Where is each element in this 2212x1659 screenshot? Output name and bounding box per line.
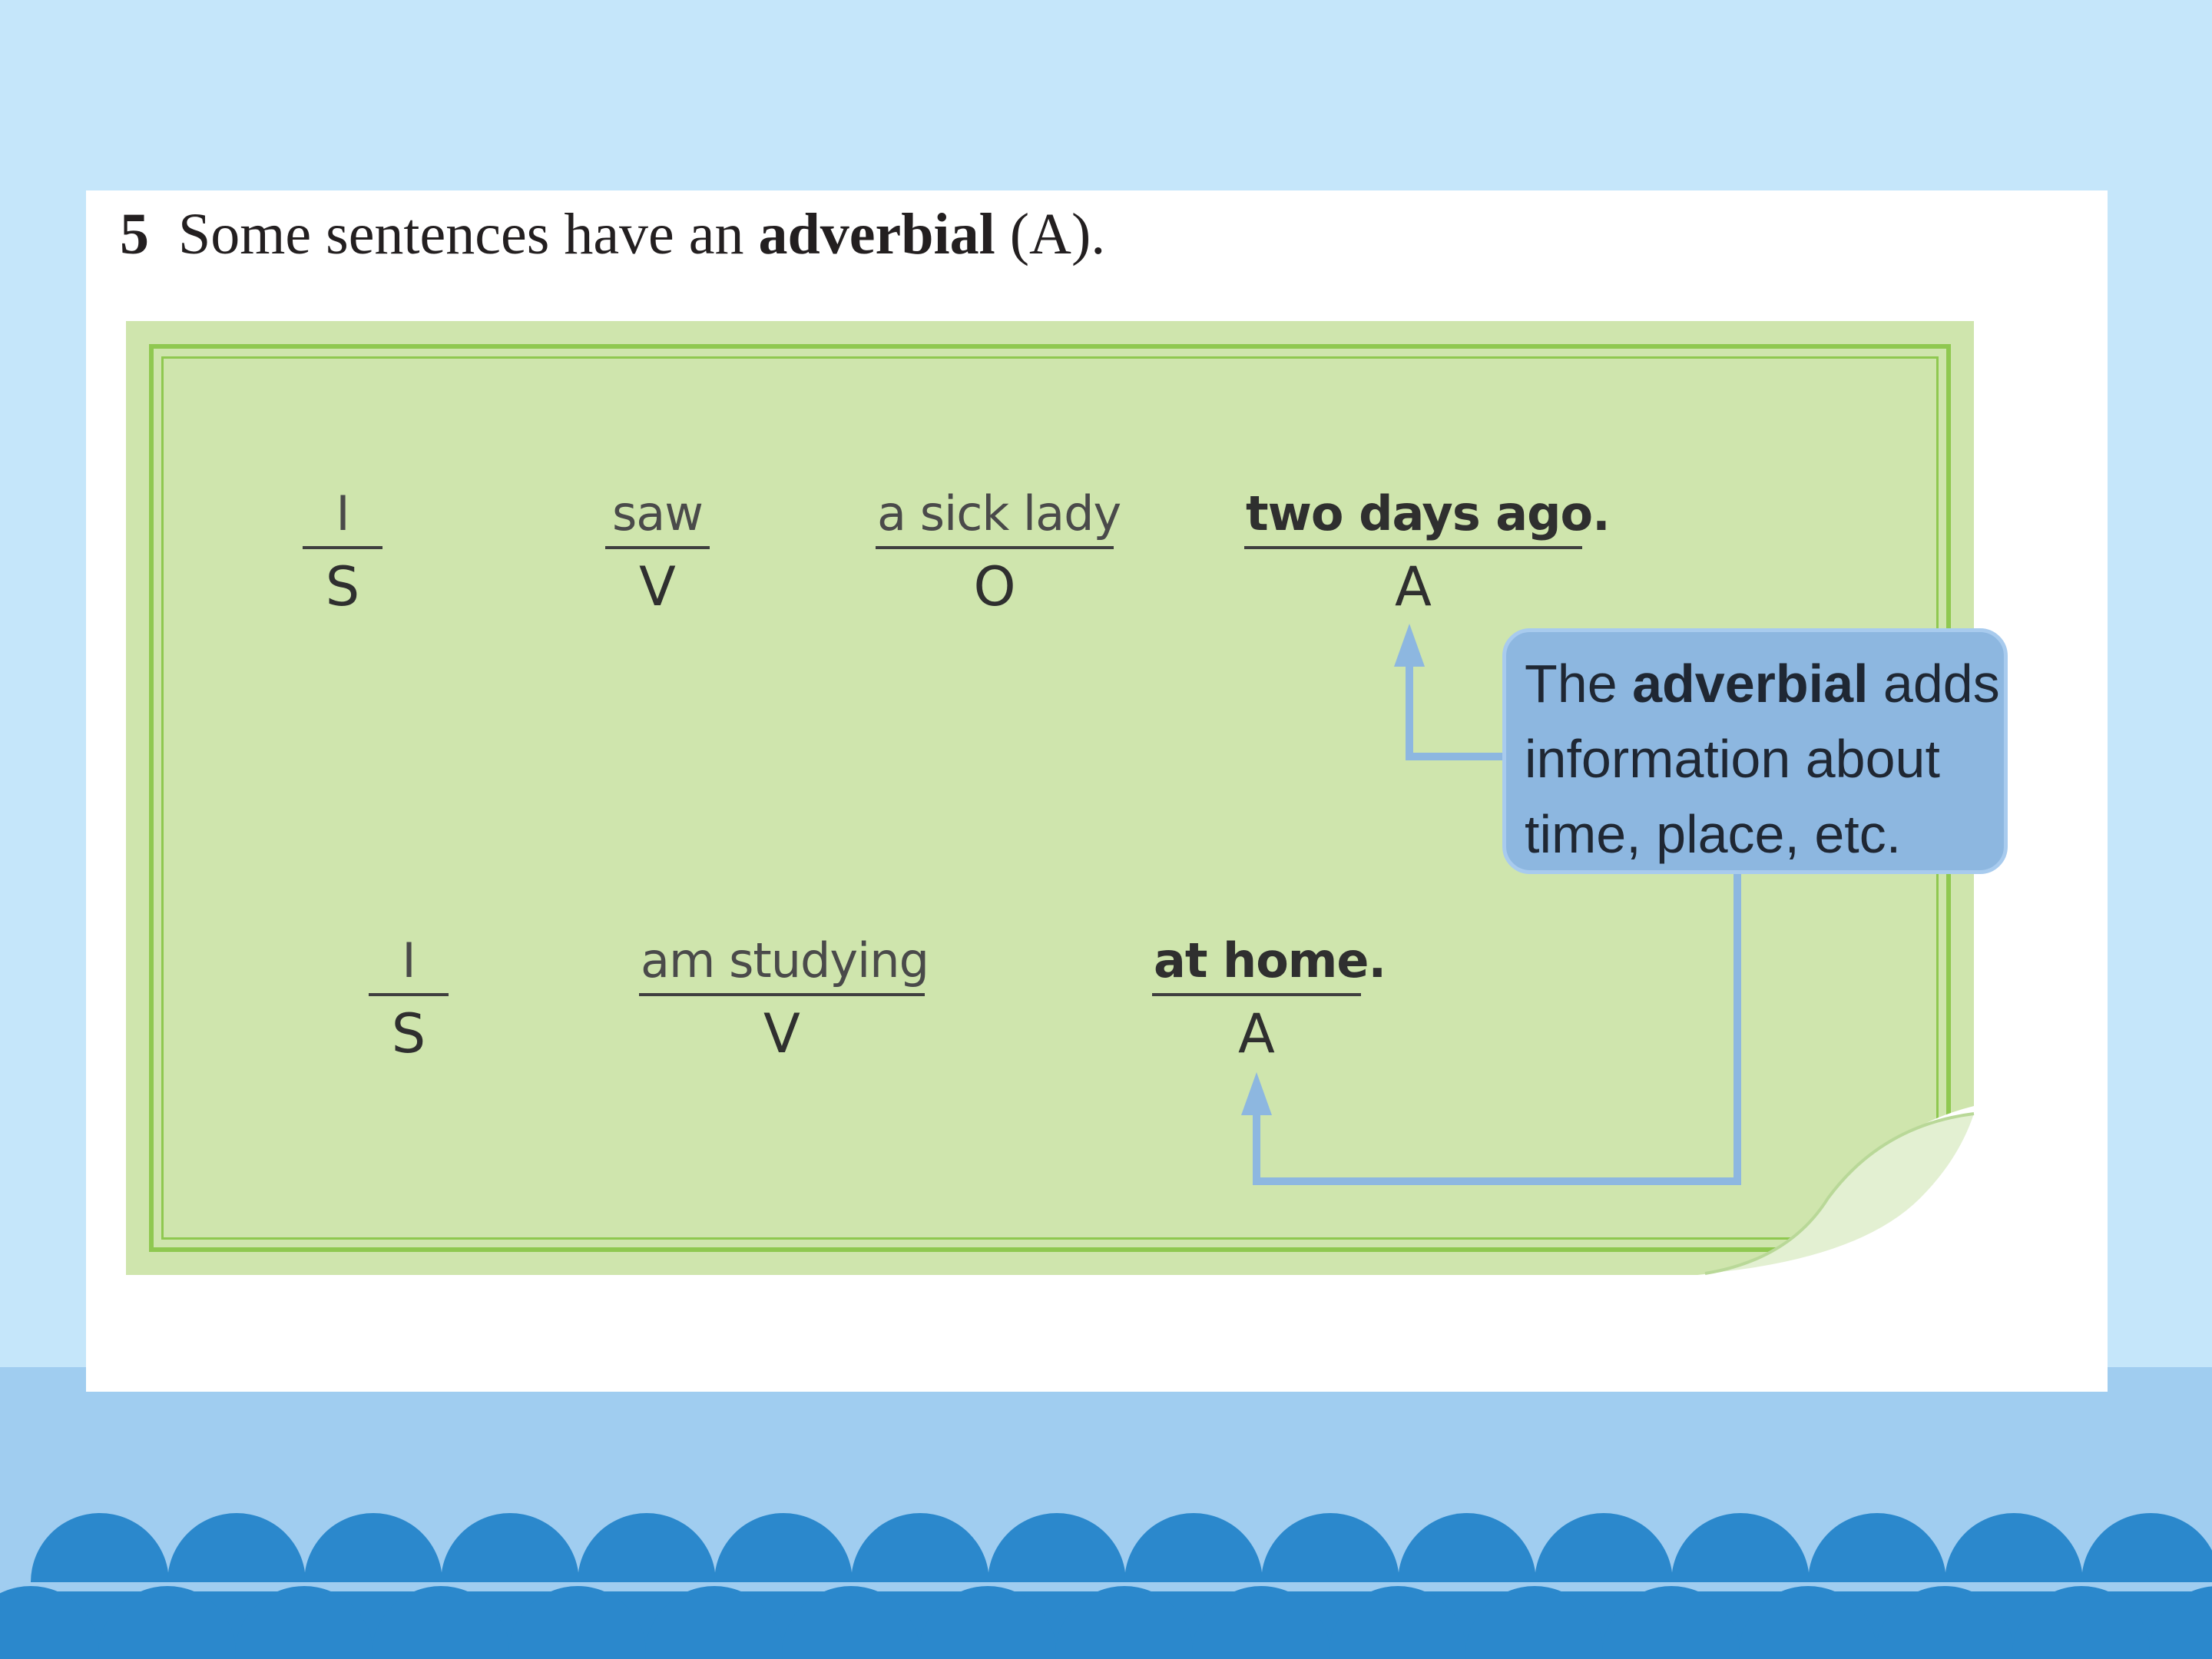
arrow-head-s2: [1241, 1072, 1272, 1115]
callout-line-1: The adverbial adds: [1525, 646, 2004, 721]
s2-verb: am studying V: [639, 932, 929, 1065]
scallop-front: [1329, 1586, 1467, 1659]
callout-term: adverbial: [1632, 654, 1869, 714]
s1-subject-role: S: [325, 555, 360, 618]
callout-text-end: adds: [1868, 654, 2000, 714]
scallop-front: [1192, 1586, 1330, 1659]
s2-verb-word: am studying: [639, 932, 929, 996]
arrow-to-s1-adverbial: [1406, 667, 1505, 760]
scallop-front: [1739, 1586, 1877, 1659]
scallop-front: [235, 1586, 373, 1659]
scallop-front: [2149, 1586, 2212, 1659]
scallop-front: [508, 1586, 647, 1659]
scallop-front: [919, 1586, 1057, 1659]
callout-line-2: information about: [1525, 729, 1940, 789]
scallop-front: [782, 1586, 920, 1659]
s1-adverbial-role: A: [1395, 555, 1432, 618]
s2-subject-role: S: [391, 1002, 426, 1065]
s2-verb-role: V: [763, 1002, 800, 1065]
scallop-front: [2012, 1586, 2151, 1659]
scallop-front: [98, 1586, 237, 1659]
s1-subject-word: I: [303, 485, 382, 549]
arrow-to-s2-adverbial: [1253, 874, 1741, 1185]
s1-verb-role: V: [639, 555, 676, 618]
heading-text-end: (A).: [995, 202, 1106, 267]
s1-adverbial: two days ago. A: [1244, 485, 1611, 618]
heading-term: adverbial: [758, 202, 995, 267]
s2-adverbial-role: A: [1238, 1002, 1275, 1065]
s1-object-word: a sick lady: [876, 485, 1121, 549]
scallop-front: [1602, 1586, 1740, 1659]
s1-verb: saw V: [605, 485, 710, 618]
callout-line-3: time, place, etc.: [1525, 804, 1902, 864]
s2-adverbial-word: at home.: [1152, 932, 1386, 996]
scallop-front: [1876, 1586, 2014, 1659]
heading-text: Some sentences have an: [178, 202, 759, 267]
scallop-front: [1055, 1586, 1194, 1659]
adverbial-callout: The adverbial adds information about tim…: [1502, 628, 2008, 874]
s2-subject: I S: [369, 932, 449, 1065]
arrow-head-s1: [1394, 624, 1425, 667]
s1-object: a sick lady O: [876, 485, 1121, 618]
s2-adverbial: at home. A: [1152, 932, 1386, 1065]
scallop-decoration: [0, 1513, 2212, 1659]
scallop-front: [1465, 1586, 1604, 1659]
callout-text: The: [1525, 654, 1633, 714]
s1-verb-word: saw: [605, 485, 710, 549]
s1-object-role: O: [973, 555, 1016, 618]
s1-subject: I S: [303, 485, 382, 618]
scallop-front: [645, 1586, 783, 1659]
s2-subject-word: I: [369, 932, 449, 996]
exercise-heading: 5 Some sentences have an adverbial (A).: [120, 201, 1105, 268]
scallop-front: [0, 1586, 100, 1659]
exercise-number: 5: [120, 202, 149, 267]
scallop-front: [372, 1586, 510, 1659]
s1-adverbial-word: two days ago.: [1244, 485, 1611, 549]
